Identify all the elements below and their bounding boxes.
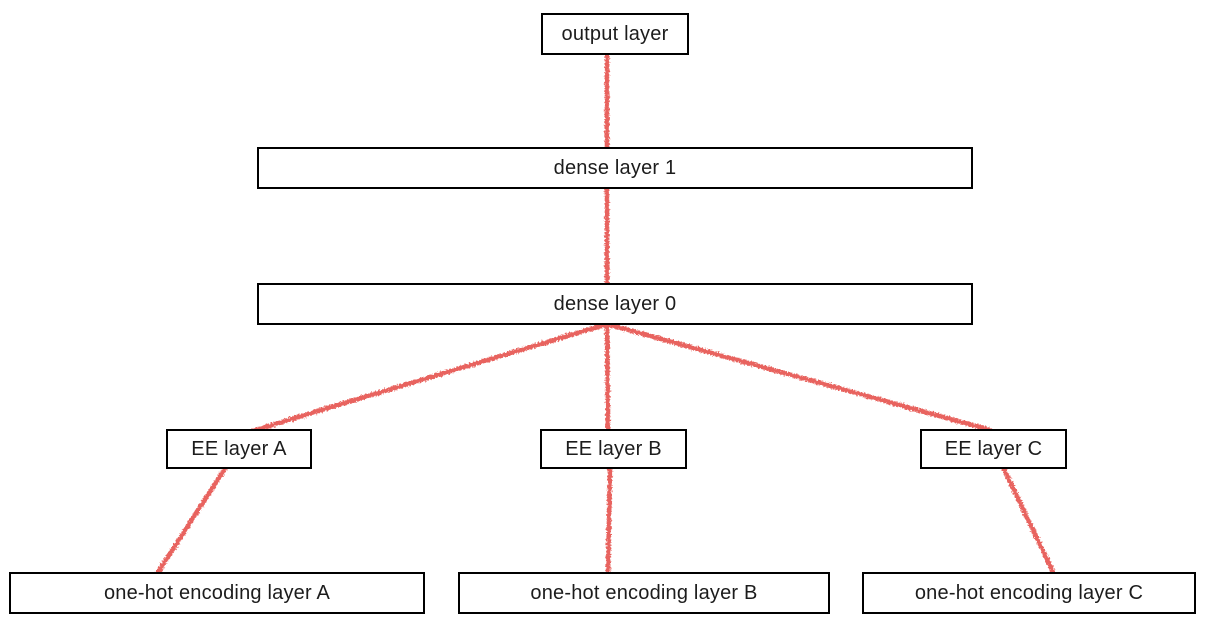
node-output-layer: output layer [541, 13, 689, 55]
node-one-hot-encoding-layer-c: one-hot encoding layer C [862, 572, 1196, 614]
edge-group [154, 50, 1057, 577]
edge-dense0-to-ee_b [604, 321, 611, 434]
node-ee-layer-a: EE layer A [166, 429, 312, 469]
edge-ee_a-to-onehot_a [154, 464, 229, 577]
node-one-hot-encoding-layer-b: one-hot encoding layer B [458, 572, 830, 614]
edge-dense0-to-ee_a [249, 321, 610, 434]
node-ee-layer-b: EE layer B [540, 429, 687, 469]
edge-ee_b-to-onehot_b [605, 464, 613, 577]
edge-dense0-to-ee_c [604, 321, 993, 433]
node-dense-layer-1: dense layer 1 [257, 147, 973, 189]
node-dense-layer-0: dense layer 0 [257, 283, 973, 325]
node-one-hot-encoding-layer-a: one-hot encoding layer A [9, 572, 425, 614]
node-ee-layer-c: EE layer C [920, 429, 1067, 469]
edge-ee_c-to-onehot_c [1000, 464, 1057, 577]
